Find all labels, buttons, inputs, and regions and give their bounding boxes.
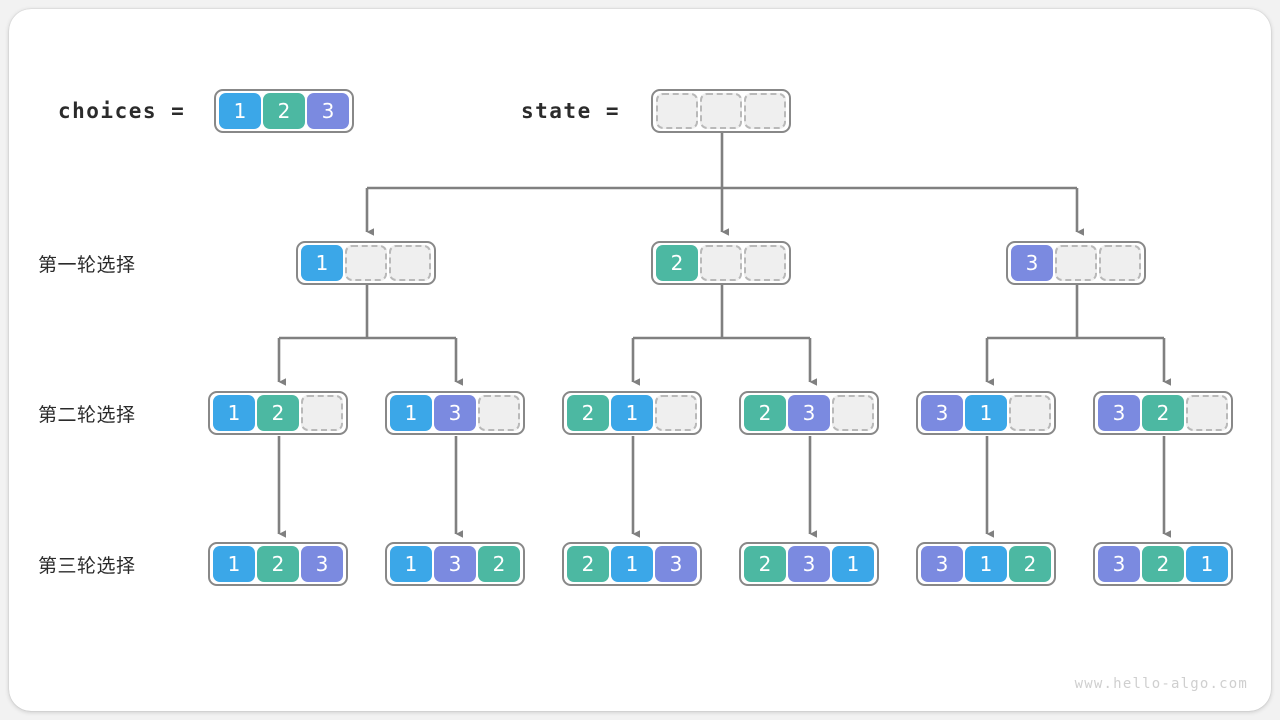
- array-cell-value: 2: [478, 546, 520, 582]
- array-cell-value: 3: [1098, 395, 1140, 431]
- array-cell-value: 1: [390, 546, 432, 582]
- choices-label: choices =: [58, 99, 186, 123]
- array-cell-value: 3: [655, 546, 697, 582]
- array-cell-value: 1: [213, 395, 255, 431]
- array-cell-value: 1: [390, 395, 432, 431]
- array-cell-empty: [700, 245, 742, 281]
- array-cell-value: 1: [301, 245, 343, 281]
- array-cell-empty: [389, 245, 431, 281]
- array-cell-value: 3: [921, 395, 963, 431]
- array-cell-empty: [345, 245, 387, 281]
- state-array-level1-2: 2: [651, 241, 791, 285]
- array-cell-value: 2: [1142, 395, 1184, 431]
- array-cell-value: 2: [263, 93, 305, 129]
- array-cell-value: 1: [965, 395, 1007, 431]
- array-cell-empty: [744, 93, 786, 129]
- array-cell-value: 2: [656, 245, 698, 281]
- array-cell-value: 3: [434, 395, 476, 431]
- array-cell-value: 1: [832, 546, 874, 582]
- array-cell-value: 1: [965, 546, 1007, 582]
- array-cell-value: 2: [567, 546, 609, 582]
- array-cell-value: 2: [744, 395, 786, 431]
- array-cell-value: 2: [744, 546, 786, 582]
- array-cell-empty: [832, 395, 874, 431]
- array-cell-value: 3: [788, 395, 830, 431]
- array-cell-value: 3: [1098, 546, 1140, 582]
- array-cell-value: 3: [434, 546, 476, 582]
- array-cell-value: 1: [213, 546, 255, 582]
- state-array-level1-3: 3: [1006, 241, 1146, 285]
- array-cell-empty: [1055, 245, 1097, 281]
- array-cell-empty: [478, 395, 520, 431]
- array-cell-empty: [1186, 395, 1228, 431]
- array-cell-empty: [700, 93, 742, 129]
- array-cell-empty: [744, 245, 786, 281]
- array-cell-value: 2: [257, 395, 299, 431]
- array-cell-value: 3: [307, 93, 349, 129]
- array-cell-value: 2: [1142, 546, 1184, 582]
- row-label-round-1: 第一轮选择: [38, 254, 136, 276]
- state-label: state =: [521, 99, 621, 123]
- array-cell-value: 3: [921, 546, 963, 582]
- array-cell-value: 2: [1009, 546, 1051, 582]
- array-cell-value: 1: [611, 546, 653, 582]
- array-cell-empty: [1009, 395, 1051, 431]
- array-cell-empty: [1099, 245, 1141, 281]
- array-cell-value: 2: [257, 546, 299, 582]
- array-cell-value: 3: [788, 546, 830, 582]
- array-cell-value: 3: [1011, 245, 1053, 281]
- row-label-round-2: 第二轮选择: [38, 404, 136, 426]
- state-array-level1-1: 1: [296, 241, 436, 285]
- array-cell-value: 3: [301, 546, 343, 582]
- diagram-card: [9, 9, 1271, 711]
- array-cell-empty: [301, 395, 343, 431]
- array-cell-value: 2: [567, 395, 609, 431]
- row-label-round-3: 第三轮选择: [38, 555, 136, 577]
- watermark: www.hello-algo.com: [1074, 676, 1248, 692]
- state-array: [651, 89, 791, 133]
- array-cell-value: 1: [611, 395, 653, 431]
- array-cell-empty: [656, 93, 698, 129]
- array-cell-empty: [655, 395, 697, 431]
- array-cell-value: 1: [219, 93, 261, 129]
- array-cell-value: 1: [1186, 546, 1228, 582]
